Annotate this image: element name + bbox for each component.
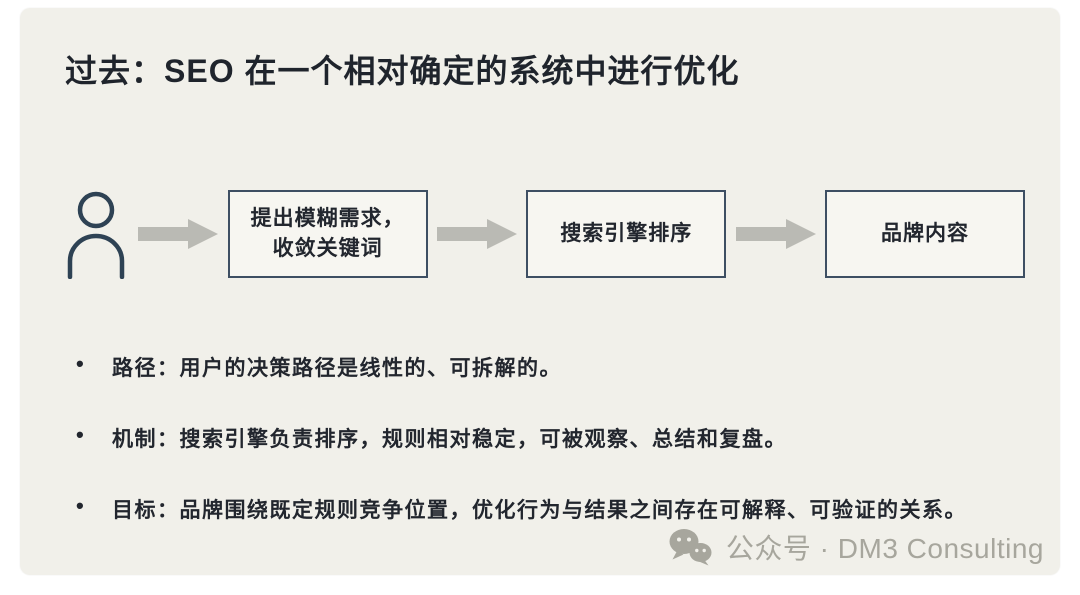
arrow-right-icon xyxy=(436,219,517,249)
user-icon xyxy=(67,191,125,279)
bullet-text: 目标：品牌围绕既定规则竞争位置，优化行为与结果之间存在可解释、可验证的关系。 xyxy=(112,499,967,522)
flow-step-line: 提出模糊需求， xyxy=(250,206,405,230)
bullet-list: • 路径：用户的决策路径是线性的、可拆解的。 • 机制：搜索引擎负责排序，规则相… xyxy=(76,351,967,565)
flow-step-line: 搜索引擎排序 xyxy=(560,221,693,245)
flow-step-brand: 品牌内容 xyxy=(824,190,1025,278)
slide-title: 过去：SEO 在一个相对确定的系统中进行优化 xyxy=(65,53,740,89)
arrow-right-icon xyxy=(735,219,816,249)
bullet-dot: • xyxy=(76,351,86,376)
bullet-text: 机制：搜索引擎负责排序，规则相对稳定，可被观察、总结和复盘。 xyxy=(112,428,787,451)
bullet-text: 路径：用户的决策路径是线性的、可拆解的。 xyxy=(112,357,562,380)
watermark-text: 公众号 · DM3 Consulting xyxy=(725,533,1044,564)
watermark: 公众号 · DM3 Consulting xyxy=(668,527,1044,567)
bullet-item-path: • 路径：用户的决策路径是线性的、可拆解的。 xyxy=(76,351,967,382)
flow-step-line: 品牌内容 xyxy=(880,221,969,245)
slide-card: 过去：SEO 在一个相对确定的系统中进行优化 提出模糊需求， 收敛关键词 搜索引… xyxy=(20,8,1060,575)
flow-step-ranking: 搜索引擎排序 xyxy=(526,190,727,278)
bullet-item-mechanism: • 机制：搜索引擎负责排序，规则相对稳定，可被观察、总结和复盘。 xyxy=(76,422,967,453)
bullet-dot: • xyxy=(76,422,86,447)
flow-step-line: 收敛关键词 xyxy=(272,237,383,260)
bullet-dot: • xyxy=(76,493,86,518)
flow-step-demand: 提出模糊需求， 收敛关键词 xyxy=(227,190,428,278)
bullet-item-goal: • 目标：品牌围绕既定规则竞争位置，优化行为与结果之间存在可解释、可验证的关系。 xyxy=(76,493,967,524)
arrow-right-icon xyxy=(138,219,219,249)
flow-diagram: 提出模糊需求， 收敛关键词 搜索引擎排序 品牌内容 xyxy=(63,188,1025,280)
wechat-icon xyxy=(669,529,712,566)
